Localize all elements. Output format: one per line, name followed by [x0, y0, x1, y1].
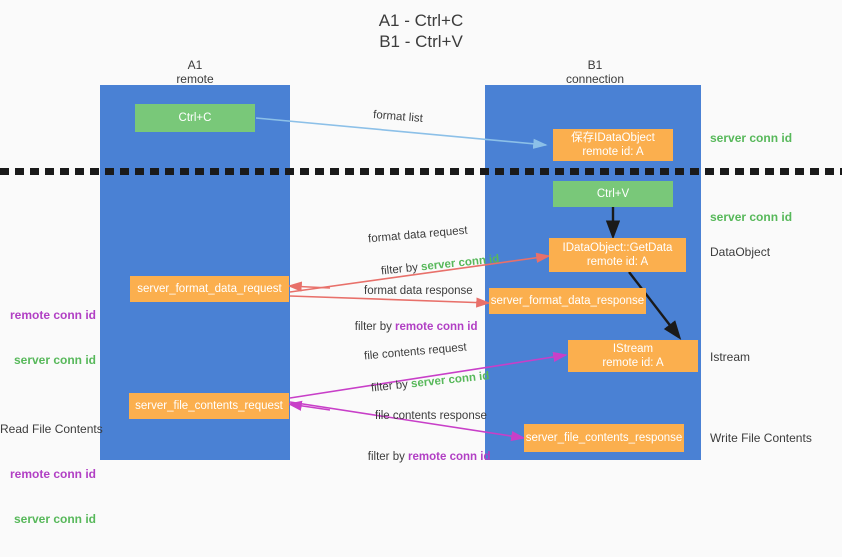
node-istream-line2: remote id: A: [602, 357, 664, 369]
node-server-file-contents-response[interactable]: server_file_contents_response: [524, 424, 684, 452]
node-server-file-contents-request[interactable]: server_file_contents_request: [129, 393, 289, 419]
edge-label-format-request-filter-prefix: filter by: [380, 261, 422, 278]
phase-divider: [0, 168, 842, 175]
edge-label-format-list: format list: [372, 109, 424, 125]
edge-label-format-data-response-filter: filter by remote conn id: [342, 305, 478, 350]
node-istream[interactable]: IStream remote id: A: [568, 340, 698, 372]
left-label-file-conn-ids: Read File Contents remote conn id server…: [0, 392, 103, 557]
node-ctrl-c[interactable]: Ctrl+C: [135, 104, 255, 132]
column-header-a1-name: A1: [187, 58, 203, 72]
edge-label-format-data-response: format data response: [364, 285, 473, 297]
node-ctrl-v-label: Ctrl+V: [596, 188, 630, 200]
node-idataobject-getdata-line1: IDataObject::GetData: [562, 242, 673, 254]
node-ctrl-c-label: Ctrl+C: [178, 112, 212, 124]
side-label-write-file-contents: Write File Contents: [710, 431, 812, 445]
node-server-format-data-request[interactable]: server_format_data_request: [130, 276, 289, 302]
node-server-format-data-response-label: server_format_data_response: [490, 295, 645, 307]
left-label-read-file-contents: Read File Contents: [0, 422, 103, 436]
node-server-file-contents-request-label: server_file_contents_request: [135, 400, 283, 412]
left-label-format-conn-ids: remote conn id server conn id: [0, 278, 96, 398]
side-label-istream: Istream: [710, 350, 751, 364]
column-header-a1: A1 remote: [140, 58, 250, 86]
edge-label-file-contents-response: file contents response: [375, 410, 487, 422]
node-idataobject-getdata[interactable]: IDataObject::GetData remote id: A: [549, 238, 686, 272]
node-save-idataobject-line2: remote id: A: [582, 146, 644, 158]
edge-label-format-response-filter-value: remote conn id: [395, 321, 478, 333]
node-istream-line1: IStream: [612, 343, 654, 355]
edge-label-file-contents-response-filter: filter by remote conn id: [355, 435, 491, 480]
node-save-idataobject[interactable]: 保存IDataObject remote id: A: [553, 129, 673, 161]
edge-label-format-response-filter-prefix: filter by: [354, 321, 396, 333]
page-title-line-1: A1 - Ctrl+C: [378, 11, 464, 30]
node-server-format-data-request-label: server_format_data_request: [137, 283, 282, 295]
edge-label-format-request-filter-value: server conn id: [420, 253, 500, 274]
column-header-b1: B1 connection: [540, 58, 650, 86]
column-header-a1-sub: remote: [176, 72, 214, 86]
node-ctrl-v[interactable]: Ctrl+V: [553, 181, 673, 207]
left-label-file-remote-conn-id: remote conn id: [9, 467, 96, 481]
node-save-idataobject-line1: 保存IDataObject: [571, 132, 655, 144]
edge-label-file-request-filter-prefix: filter by: [370, 378, 412, 395]
edge-label-file-response-filter-prefix: filter by: [367, 451, 409, 463]
column-header-b1-sub: connection: [565, 72, 625, 86]
edge-label-file-request-filter-value: server conn id: [410, 370, 490, 391]
node-idataobject-getdata-line2: remote id: A: [586, 256, 649, 268]
side-label-server-conn-id-mid: server conn id: [710, 210, 793, 224]
edge-label-file-response-filter-value: remote conn id: [408, 451, 491, 463]
arrow-into-format-data-request: [287, 281, 331, 292]
left-label-format-remote-conn-id: remote conn id: [9, 308, 96, 322]
column-header-b1-name: B1: [587, 58, 603, 72]
arrow-into-file-contents-request: [287, 400, 331, 411]
left-label-format-server-conn-id: server conn id: [13, 353, 96, 367]
side-label-server-conn-id-top: server conn id: [710, 131, 793, 145]
diagram-canvas: A1 - Ctrl+C B1 - Ctrl+V A1 remote B1 con…: [0, 11, 842, 526]
page-title-line-2: B1 - Ctrl+V: [379, 32, 463, 51]
side-label-dataobject: DataObject: [710, 245, 771, 259]
left-label-file-server-conn-id: server conn id: [13, 512, 96, 526]
node-server-file-contents-response-label: server_file_contents_response: [525, 432, 683, 444]
node-server-format-data-response[interactable]: server_format_data_response: [489, 288, 646, 314]
